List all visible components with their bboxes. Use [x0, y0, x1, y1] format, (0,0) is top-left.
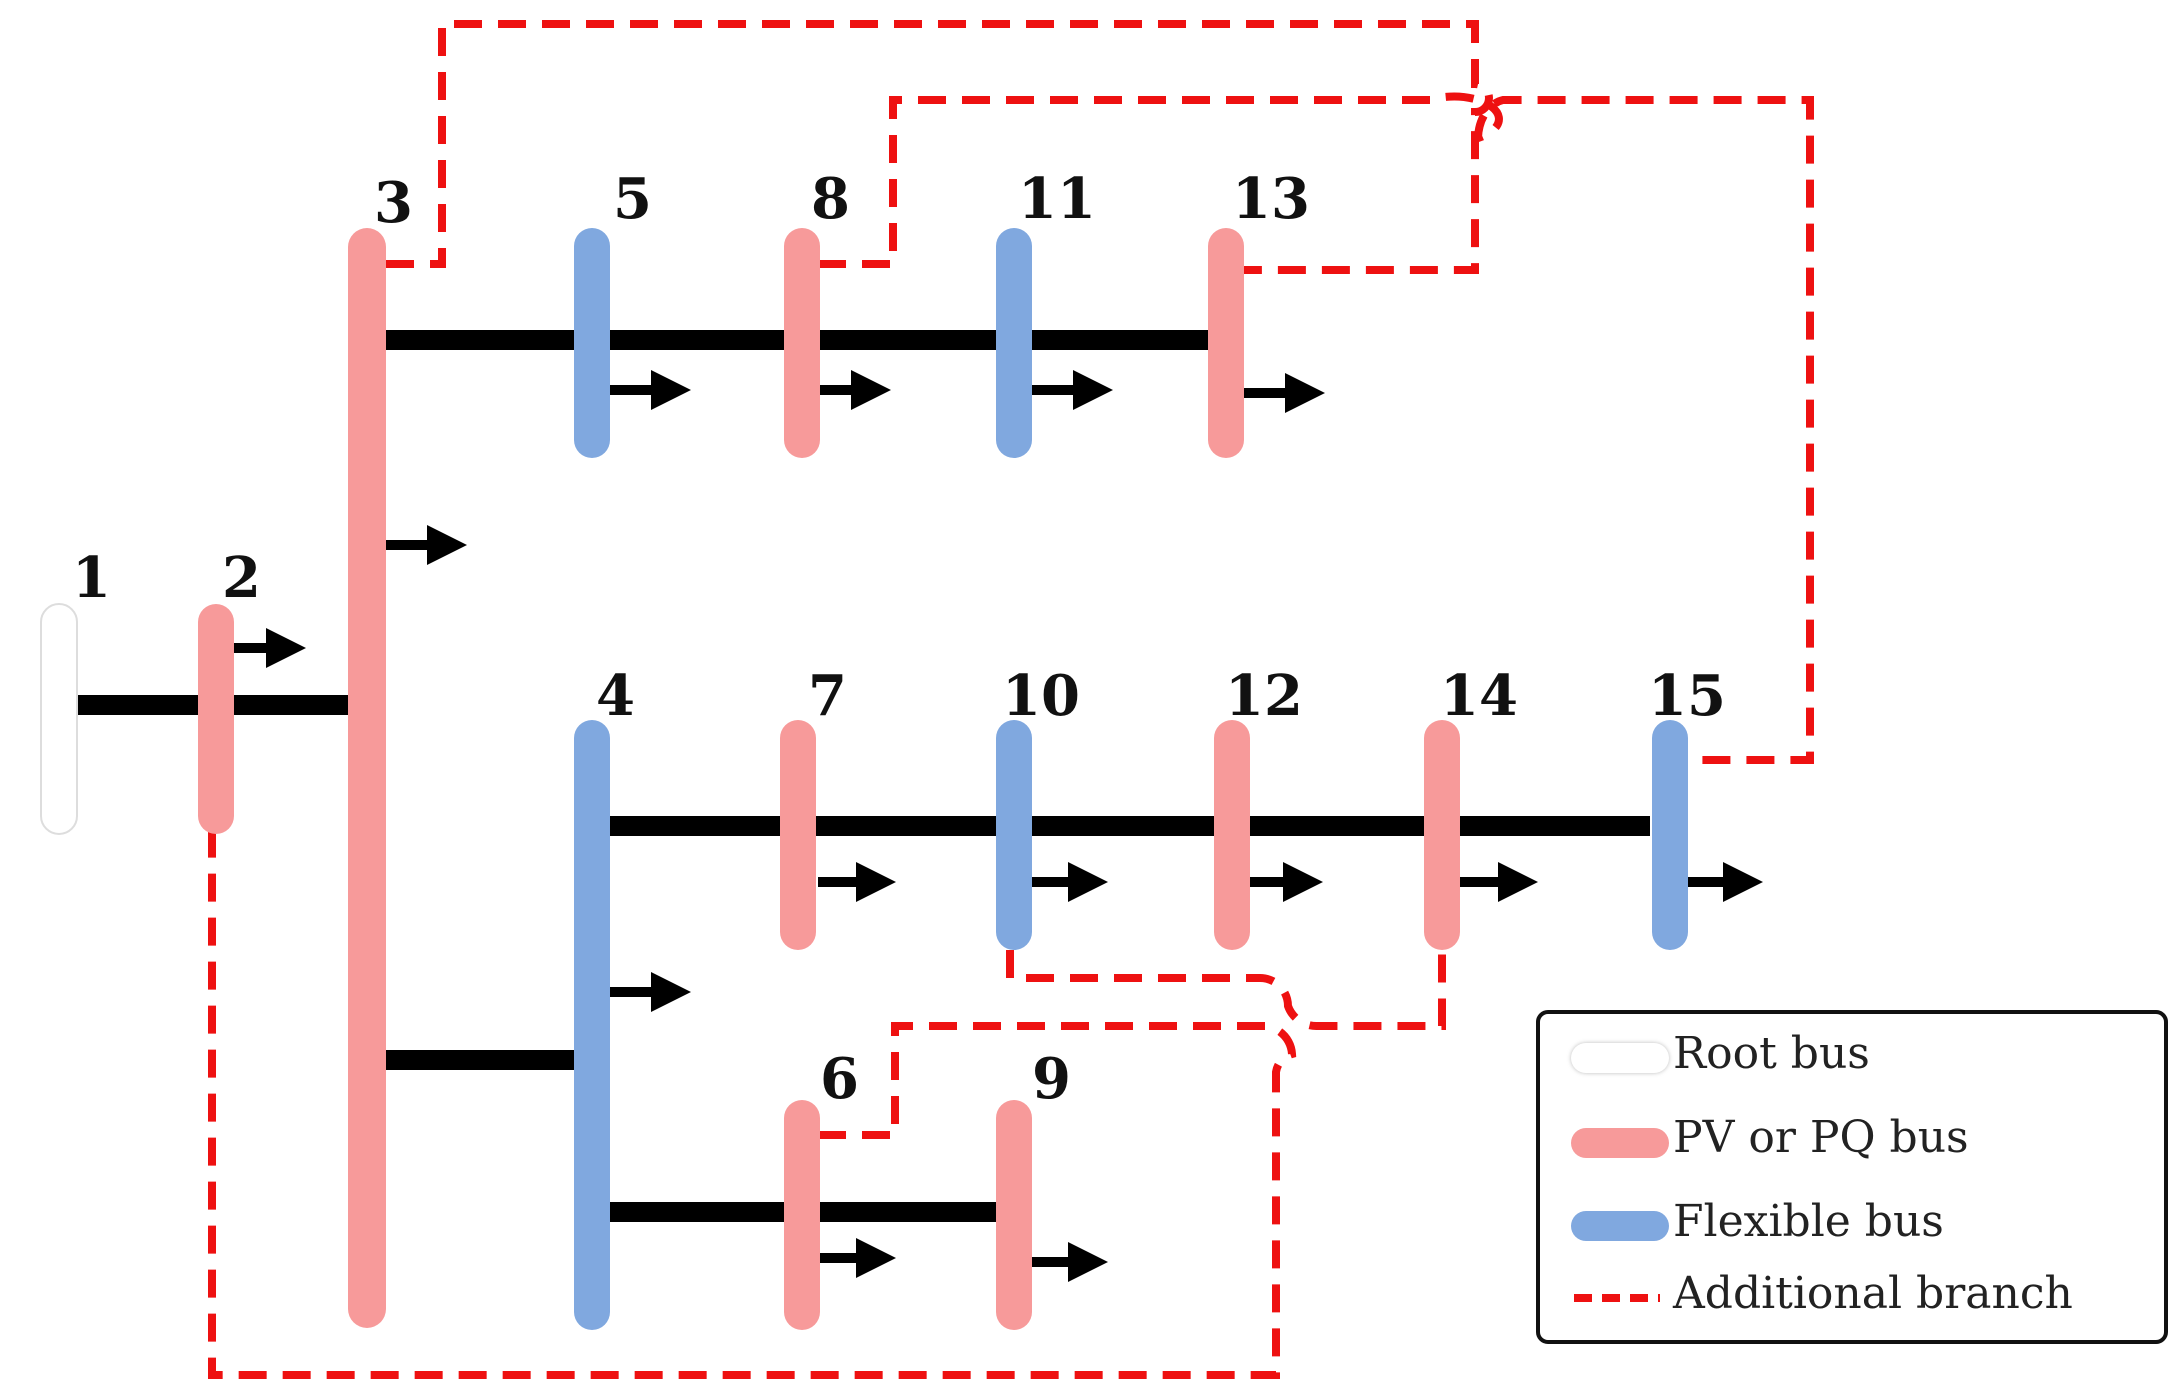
bus-label-3: 3	[374, 170, 413, 236]
bus-label-5: 5	[613, 166, 652, 232]
additional-branch-3-14	[386, 20, 1493, 274]
legend-label-root: Root bus	[1673, 1028, 1870, 1079]
bus-label-10: 10	[1002, 663, 1080, 729]
bus-11	[996, 228, 1032, 458]
bus-2	[198, 604, 234, 834]
bus-6	[784, 1100, 820, 1330]
bus-5	[574, 228, 610, 458]
legend: Root bus PV or PQ bus Flexible bus Addit…	[1536, 1010, 2168, 1344]
additional-branch-6-2	[208, 828, 1297, 1379]
bus-1	[40, 603, 78, 835]
bus-9	[996, 1100, 1032, 1330]
bus-label-1: 1	[72, 545, 111, 611]
bus-label-7: 7	[808, 663, 847, 729]
bus-8	[784, 228, 820, 458]
legend-label-additional: Additional branch	[1672, 1268, 2073, 1319]
bus-label-4: 4	[596, 663, 635, 729]
legend-label-pvpq: PV or PQ bus	[1673, 1112, 1969, 1163]
bus-12	[1214, 720, 1250, 950]
additional-branch-10-14	[1006, 950, 1446, 1031]
legend-label-flexible: Flexible bus	[1673, 1196, 1944, 1247]
bus-14	[1424, 720, 1460, 950]
legend-box	[1536, 1010, 2168, 1344]
buses	[40, 228, 1688, 1330]
bus-label-15: 15	[1648, 663, 1726, 729]
bus-10	[996, 720, 1032, 950]
bus-label-14: 14	[1440, 663, 1518, 729]
bus-label-2: 2	[222, 545, 261, 611]
bus-3	[348, 228, 386, 1328]
bus-7	[780, 720, 816, 950]
additional-branches	[208, 20, 1814, 1379]
bus-label-9: 9	[1032, 1046, 1071, 1112]
bus-4	[574, 720, 610, 1330]
bus-label-6: 6	[820, 1046, 859, 1112]
network-lines	[72, 330, 1650, 1222]
bus-labels: 1 2 3 4 5 6 7 8 9 10 11 12 13 14 15	[72, 166, 1726, 1112]
bus-15	[1652, 720, 1688, 950]
bus-label-11: 11	[1018, 166, 1096, 232]
bus-label-8: 8	[811, 166, 850, 232]
bus-label-13: 13	[1232, 166, 1310, 232]
load-arrows	[232, 370, 1763, 1282]
bus-13	[1208, 228, 1244, 458]
additional-branch-8-15	[818, 92, 1814, 764]
bus-label-12: 12	[1225, 663, 1303, 729]
